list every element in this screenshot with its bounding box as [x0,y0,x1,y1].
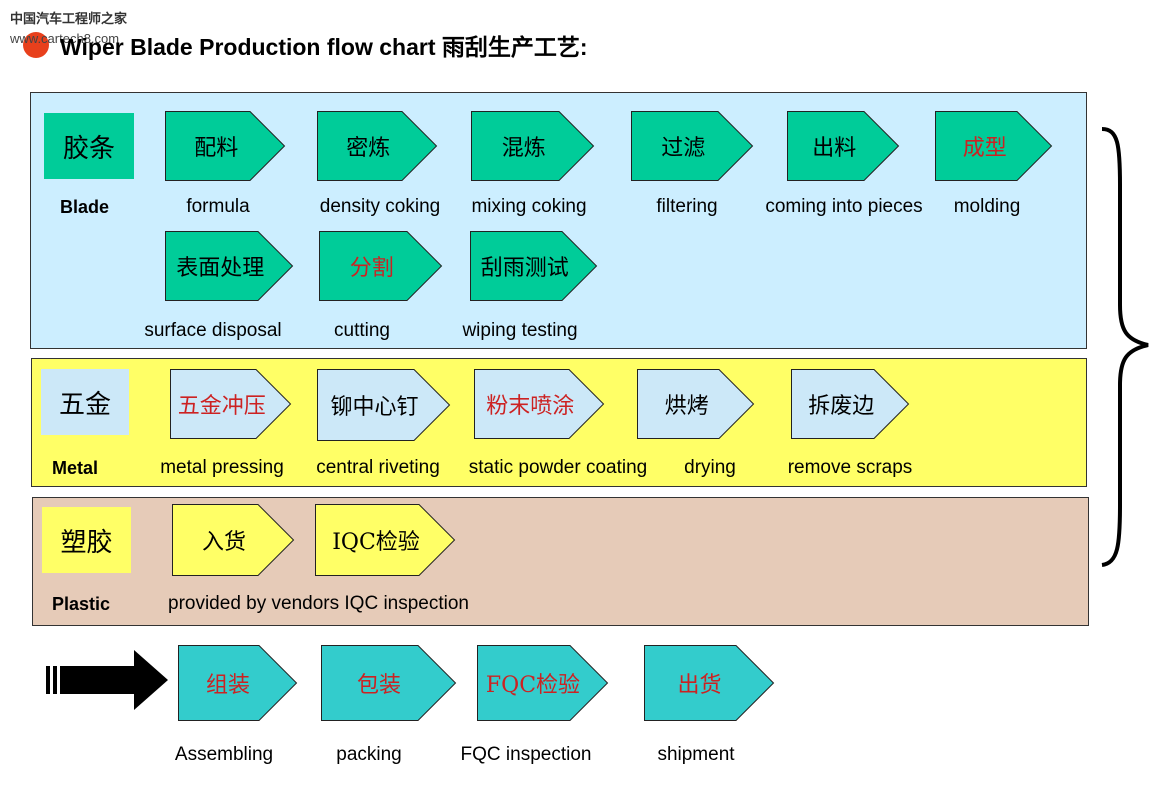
blade-step-label-en: formula [186,196,250,217]
metal-category-label: Metal [52,458,99,478]
pentagon-arrow-shape [165,231,294,301]
watermark-text: 中国汽车工程师之家 [10,12,128,27]
pentagon-arrow-shape [317,111,438,181]
metal-step-1: 五金冲压 [170,369,292,439]
pentagon-arrow-shape [321,645,457,721]
metal-step-4: 烘烤 [637,369,755,439]
blade-step-8: 分割 [319,231,443,301]
final-step-1: 组装 [178,645,298,721]
pentagon-arrow-shape [631,111,754,181]
final-step-label-cn: FQC检验 [485,673,581,698]
blade-step-label-en: mixing coking [471,196,587,217]
pentagon-arrow-shape [317,369,451,441]
blade-step-label-cn: 配料 [194,136,239,161]
plastic-step-label-cn: IQC检验 [332,530,420,555]
blade-step-2: 密炼 [317,111,438,181]
blade-step-label-cn: 密炼 [346,136,391,161]
pentagon-arrow-shape [477,645,609,721]
final-step-label-cn: 出货 [677,673,722,698]
final-step-label-en: Assembling [174,744,274,765]
plastic-step-1: 入货 [172,504,295,576]
pentagon-arrow-shape [644,645,775,721]
metal-step-label-cn: 粉末喷涂 [486,394,575,419]
final-step-2: 包装 [321,645,457,721]
blade-step-label-en: wiping testing [462,320,578,341]
pentagon-arrow-shape [471,111,595,181]
blade-step-1: 配料 [165,111,286,181]
metal-step-label-cn: 铆中心钉 [330,395,419,420]
blade-step-label-cn: 表面处理 [176,256,265,281]
metal-step-5: 拆废边 [791,369,910,439]
blade-step-4: 过滤 [631,111,754,181]
metal-step-label-en: drying [684,457,736,478]
pentagon-arrow-shape [165,111,286,181]
final-step-label-en: shipment [657,744,735,765]
metal-step-label-cn: 烘烤 [664,394,709,419]
metal-step-label-en: central riveting [316,457,440,478]
final-step-label-en: FQC inspection [460,744,592,765]
final-step-3: FQC检验 [477,645,609,721]
metal-step-label-en: metal pressing [160,457,284,478]
blade-step-label-cn: 刮雨测试 [480,256,569,281]
metal-category-box: 五金 [41,369,129,435]
blade-step-label-cn: 分割 [349,256,394,281]
plastic-caption: provided by vendors IQC inspection [168,593,469,614]
final-step-4: 出货 [644,645,775,721]
metal-step-label-en: static powder coating [468,457,648,478]
final-step-label-en: packing [336,744,402,765]
pentagon-arrow-shape [791,369,910,439]
watermark-url: www.cartech8.com [10,31,120,46]
pentagon-arrow-shape [315,504,456,576]
plastic-category-box: 塑胶 [42,507,131,573]
metal-step-label-cn: 拆废边 [808,394,875,419]
pentagon-arrow-shape [319,231,443,301]
pentagon-arrow-shape [178,645,298,721]
plastic-step-label-cn: 入货 [201,530,246,555]
blade-step-label-en: density coking [319,196,441,217]
blade-step-9: 刮雨测试 [470,231,598,301]
pentagon-arrow-shape [172,504,295,576]
metal-step-label-cn: 五金冲压 [177,394,266,419]
pentagon-arrow-shape [474,369,605,439]
blade-category-label: Blade [60,197,110,217]
blade-step-3: 混炼 [471,111,595,181]
blade-step-6: 成型 [935,111,1053,181]
blade-step-5: 出料 [787,111,900,181]
blade-step-label-en: molding [953,196,1021,217]
input-arrow-icon [46,650,168,710]
blade-step-label-cn: 出料 [812,136,857,161]
blade-step-7: 表面处理 [165,231,294,301]
final-step-label-cn: 包装 [356,673,401,698]
blade-step-label-cn: 成型 [962,136,1007,161]
metal-step-label-en: remove scraps [787,457,913,478]
blade-step-label-cn: 混炼 [501,136,546,161]
blade-category-box: 胶条 [44,113,134,179]
blade-step-label-en: surface disposal [144,320,282,341]
red-bullet-icon [23,32,49,58]
final-step-label-cn: 组装 [205,673,250,698]
right-brace-icon [1101,127,1149,567]
blade-step-label-cn: 过滤 [661,136,706,161]
metal-step-2: 铆中心钉 [317,369,451,441]
pentagon-arrow-shape [787,111,900,181]
blade-step-label-en: coming into pieces [765,196,923,217]
metal-step-3: 粉末喷涂 [474,369,605,439]
page-title: Wiper Blade Production flow chart 雨刮生产工艺… [60,34,588,60]
pentagon-arrow-shape [170,369,292,439]
blade-step-label-en: filtering [656,196,718,217]
pentagon-arrow-shape [470,231,598,301]
pentagon-arrow-shape [637,369,755,439]
pentagon-arrow-shape [935,111,1053,181]
plastic-step-2: IQC检验 [315,504,456,576]
blade-step-label-en: cutting [334,320,390,341]
plastic-category-label: Plastic [52,594,111,614]
